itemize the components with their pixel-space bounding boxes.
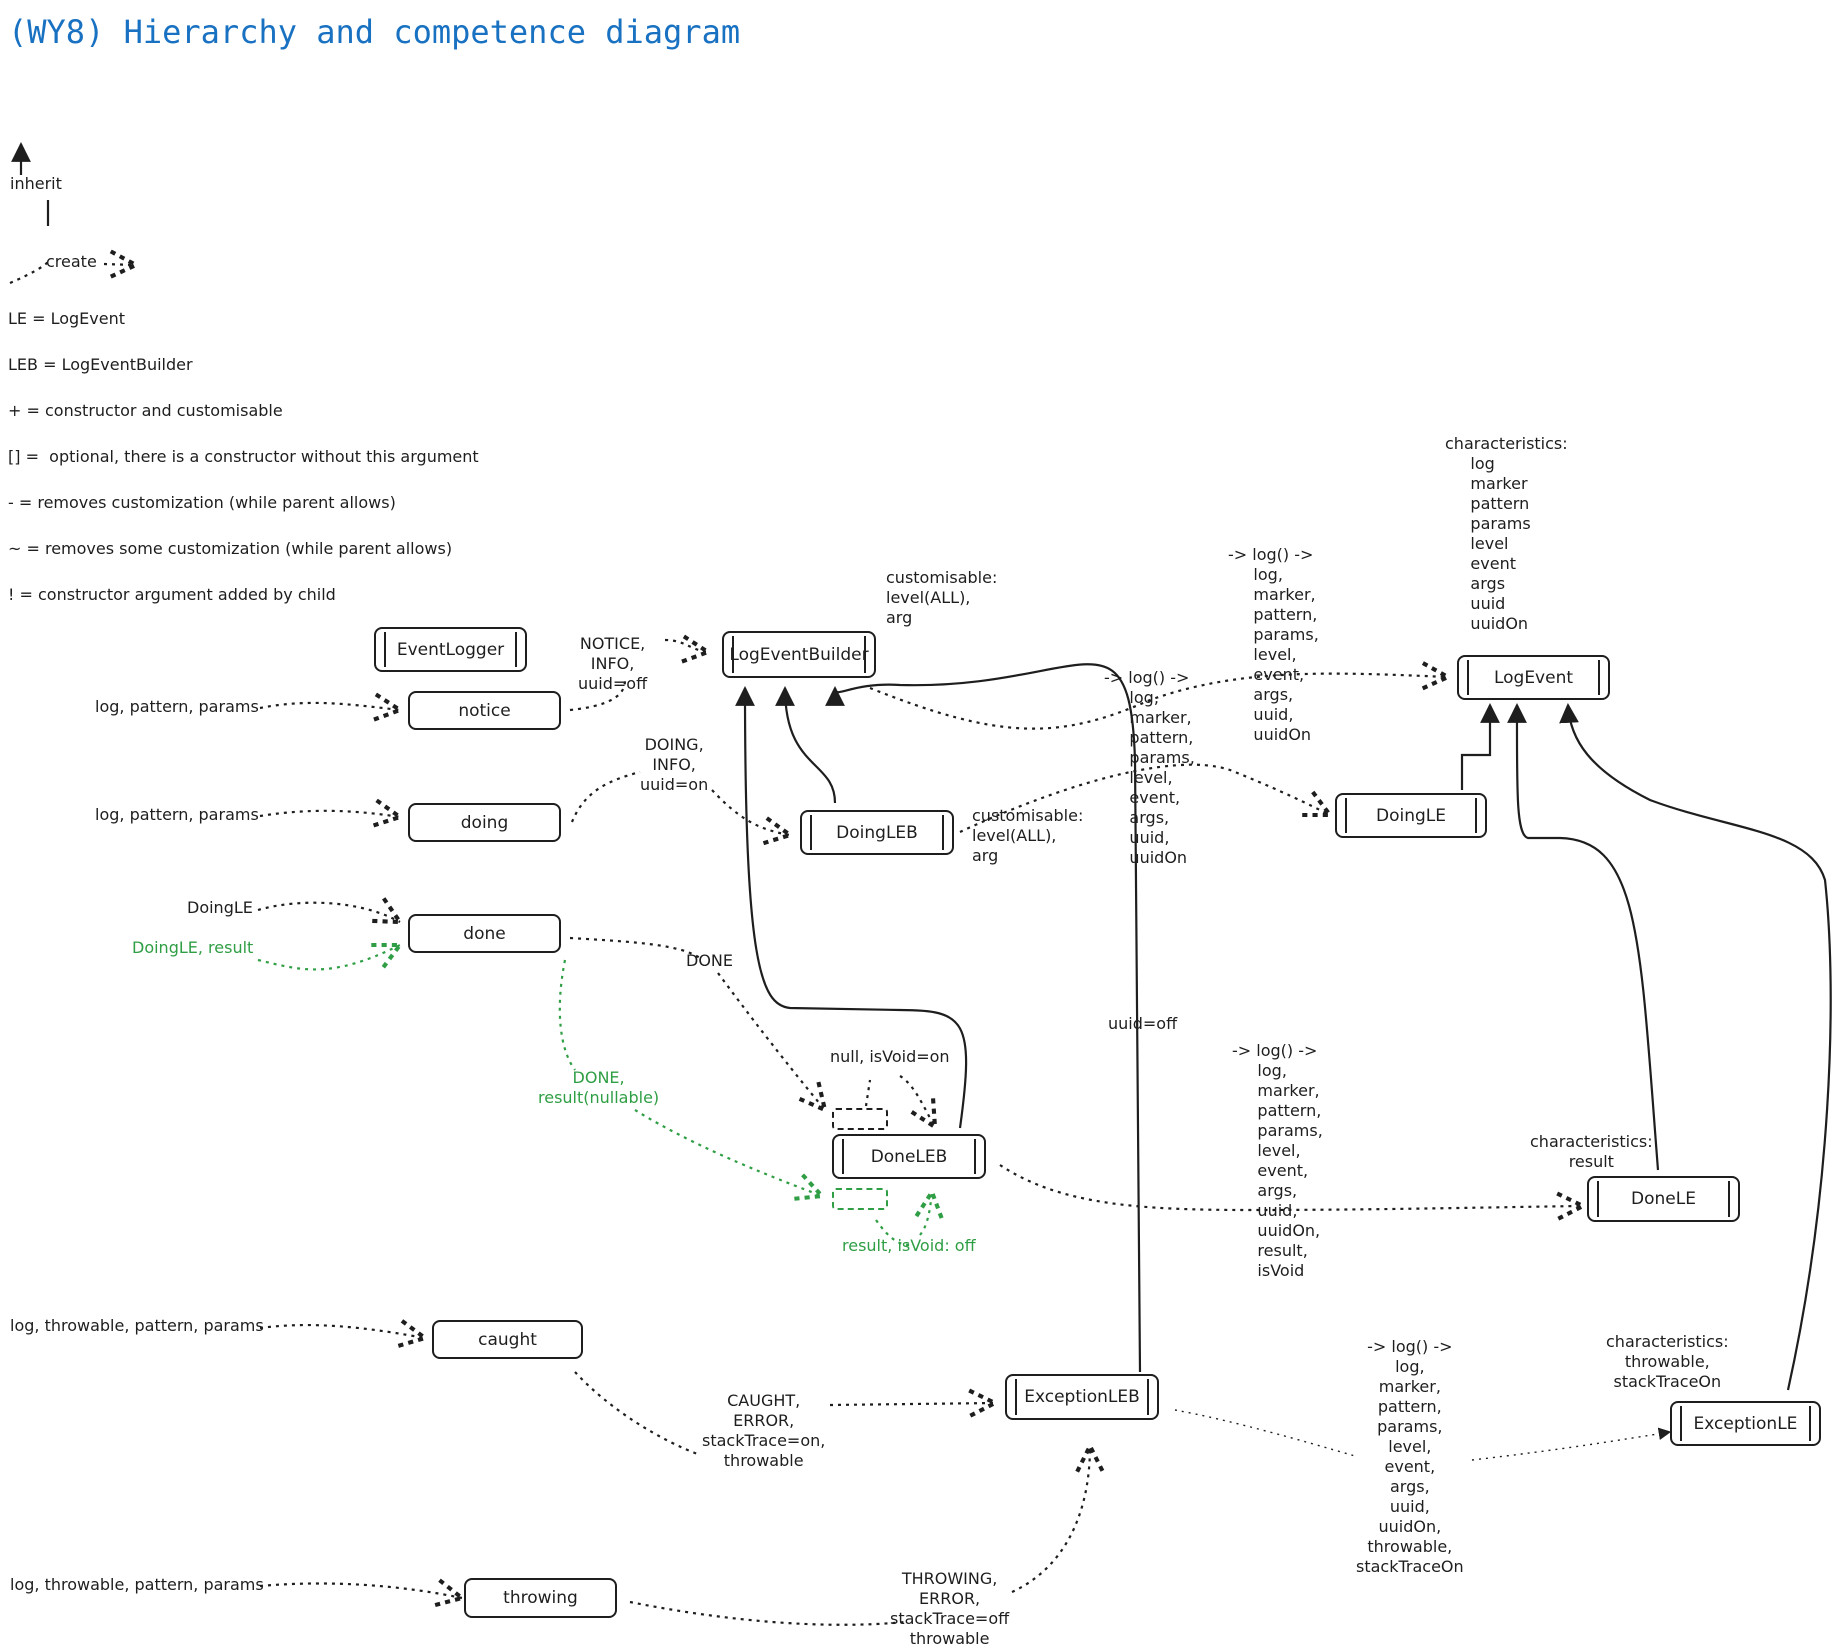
edge-doing-in [259,811,400,817]
node-throwing: throwing [464,1578,617,1618]
edge-leb-to-logevent [869,674,1448,730]
label-leb-log-fields: -> log() -> log, marker, pattern, params… [1228,545,1319,744]
edge-caught-to-exleb [574,1372,995,1457]
label-exceptionle-characteristics: characteristics: throwable, stackTraceOn [1606,1332,1729,1391]
node-doing: doing [408,803,561,842]
edge-throwing-to-exleb [629,1446,1090,1626]
edge-throwing-in [259,1583,462,1598]
legend-inherit-label: inherit [10,174,62,193]
edge-done-to-doneleb [569,936,825,1110]
edge-doingle-inherit [1460,703,1500,790]
edge-done-result-down [558,959,822,1196]
label-logevent-characteristics: characteristics: log marker pattern para… [1445,434,1568,633]
edge-doneleb-inherit [735,686,968,1129]
label-throwing-inputs: log, throwable, pattern, params [10,1575,264,1594]
label-notice-inputs: log, pattern, params [95,697,259,716]
label-doingleb-log-fields: -> log() -> log, marker, pattern, params… [1104,668,1195,867]
edge-exceptionle-inherit [1559,703,1832,1391]
legend-def-plus: + = constructor and customisable [8,401,283,420]
label-exceptionleb-log-fields: -> log() -> log, marker, pattern, params… [1356,1337,1464,1576]
label-done-result-args: DONE, result(nullable) [538,1068,660,1107]
legend-create-label: create [46,252,97,271]
node-done-leb: DoneLEB [832,1134,986,1179]
label-done-args: DONE [686,951,733,970]
label-caught-args: CAUGHT, ERROR, stackTrace=on, throwable [702,1391,826,1470]
label-doneleb-log-fields: -> log() -> log, marker, pattern, params… [1232,1041,1323,1280]
edge-notice-in [259,703,400,710]
edge-done-result-in [257,945,400,969]
label-caught-inputs: log, throwable, pattern, params [10,1316,264,1335]
edge-exceptionleb-inherit [825,663,1142,1373]
placeholder-result-box [832,1188,888,1210]
legend-create-arrow [9,262,136,283]
edge-caught-in [259,1325,425,1338]
label-throwing-args: THROWING, ERROR, stackTrace=off throwabl… [890,1569,1010,1648]
label-notice-args: NOTICE, INFO, uuid=off [578,634,648,693]
node-caught: caught [432,1320,583,1359]
edge-exleb-to-exle [1174,1409,1670,1461]
node-notice: notice [408,691,561,730]
legend-def-le: LE = LogEvent [8,309,126,328]
node-doing-leb: DoingLEB [800,810,954,855]
legend-def-bang: ! = constructor argument added by child [8,585,336,604]
label-doing-inputs: log, pattern, params [95,805,259,824]
edge-doingleb-inherit [775,686,837,804]
label-result-void: result, isVoid: off [842,1236,976,1255]
edge-done-in [257,903,400,922]
edge-null-void [864,1075,935,1127]
placeholder-null-box [832,1108,888,1130]
node-log-event: LogEvent [1457,655,1610,700]
label-done-input: DoingLE [187,898,253,917]
label-leb-customisable: customisable: level(ALL), arg [886,568,998,627]
node-event-logger: EventLogger [374,627,527,672]
edge-result-void [875,1192,932,1247]
edge-notice-to-leb [569,640,708,712]
node-exception-le: ExceptionLE [1670,1401,1821,1446]
legend-def-leb: LEB = LogEventBuilder [8,355,193,374]
edge-donele-inherit [1507,703,1660,1171]
label-null-void: null, isVoid=on [830,1047,950,1066]
label-doing-args: DOING, INFO, uuid=on [640,735,709,794]
legend-def-minus: - = removes customization (while parent … [8,493,396,512]
node-doing-le: DoingLE [1335,793,1487,838]
edge-doing-to-doingleb [570,770,790,835]
label-doingleb-customisable: customisable: level(ALL), arg [972,806,1084,865]
label-donele-characteristics: characteristics: result [1530,1132,1653,1171]
page-title: (WY8) Hierarchy and competence diagram [8,13,741,51]
label-uuid-off: uuid=off [1108,1014,1178,1033]
legend-def-brackets: [] = optional, there is a constructor wi… [8,447,479,466]
node-done: done [408,914,561,953]
node-done-le: DoneLE [1587,1176,1740,1222]
node-log-event-builder: LogEventBuilder [722,631,876,678]
legend-def-tilde: ~ = removes some customization (while pa… [8,539,453,558]
node-exception-leb: ExceptionLEB [1005,1374,1159,1420]
edge-doneleb-to-donele [999,1164,1583,1210]
label-done-input-result: DoingLE, result [132,938,254,957]
